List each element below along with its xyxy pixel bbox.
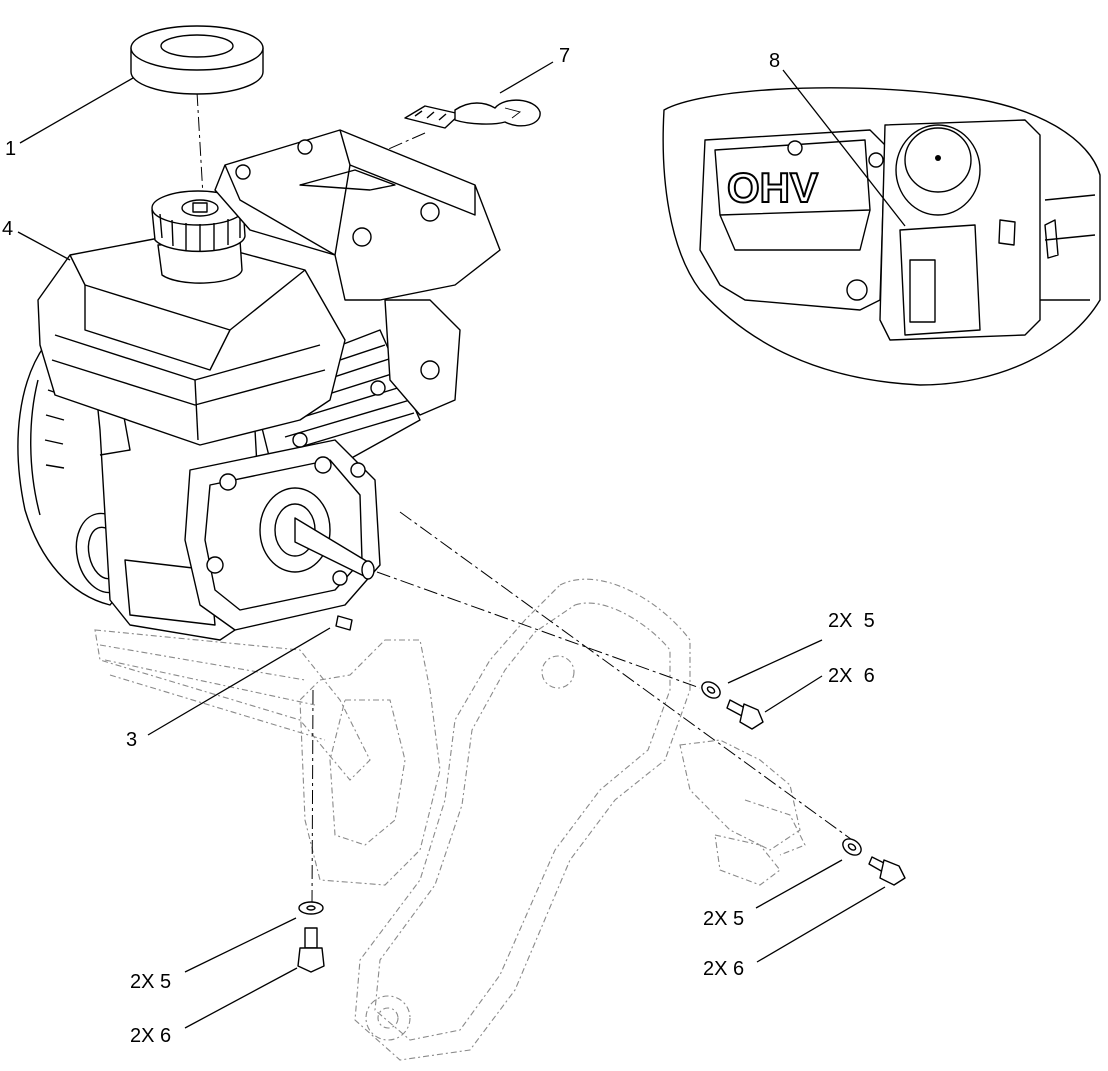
detail-view-inset: OHV (662, 87, 1101, 386)
callout-6-left-lower: 2X 6 (130, 1025, 171, 1047)
callout-4: 4 (2, 218, 13, 240)
callout-6-right-upper: 2X 6 (828, 665, 875, 687)
ohv-embossed-text: OHV (727, 164, 818, 211)
callout-labels: 1 4 7 8 3 2X 5 2X 6 2X 5 2X 6 2X 5 2X 6 (2, 45, 875, 1047)
foam-ring-part (130, 25, 264, 95)
washer-right-upper (701, 681, 721, 699)
decal-tag-part (404, 99, 541, 129)
engine-assembly (17, 129, 501, 641)
assembly-centerlines (196, 91, 856, 906)
callout-3: 3 (126, 729, 137, 751)
bolt-left-lower (297, 927, 325, 973)
callout-6-right-lower: 2X 6 (703, 958, 744, 980)
callout-1: 1 (5, 138, 16, 160)
bolt-right-lower (868, 856, 906, 886)
callout-7: 7 (559, 45, 570, 67)
callout-5-right-lower: 2X 5 (703, 908, 744, 930)
shaft-key-part (335, 615, 353, 631)
callout-5-left-lower: 2X 5 (130, 971, 171, 993)
washer-right-lower (842, 838, 862, 856)
callout-5-right-upper: 2X 5 (828, 610, 875, 632)
bolt-right-upper (726, 699, 764, 730)
leader-lines (17, 61, 906, 1029)
ghost-mounting-frame (94, 578, 806, 1061)
washer-left-lower (298, 901, 324, 915)
callout-8: 8 (769, 50, 780, 72)
